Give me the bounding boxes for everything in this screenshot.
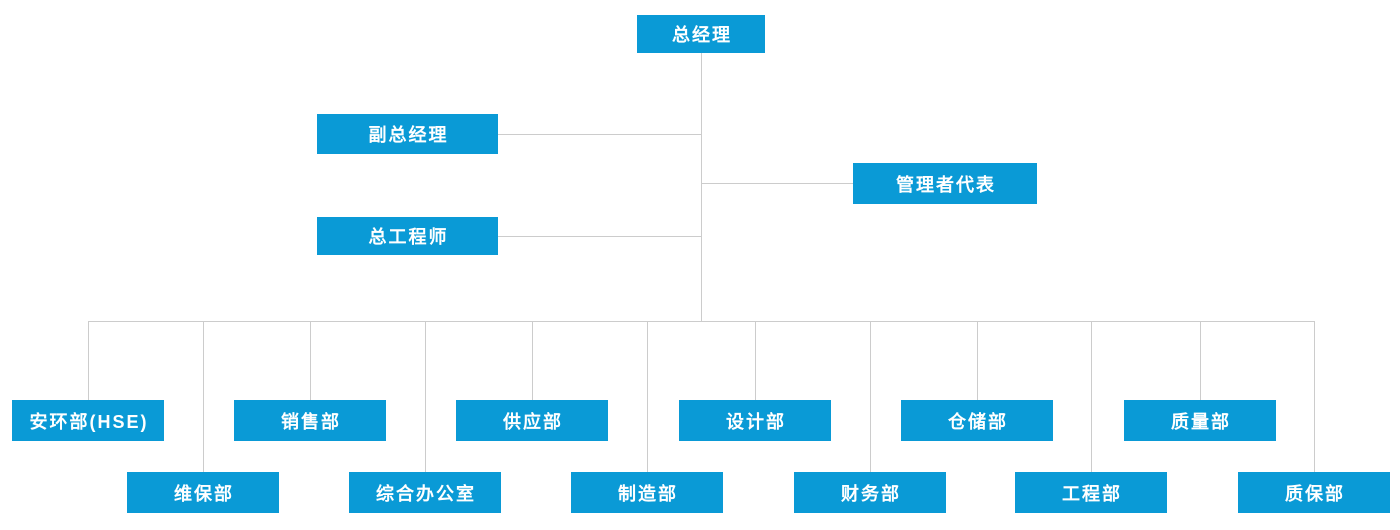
connector-stem-engineering: [1091, 321, 1092, 472]
node-deputy-general-manager: 副总经理: [317, 114, 498, 154]
node-label: 副总经理: [368, 125, 449, 145]
node-label: 仓储部: [948, 411, 1008, 432]
connector-stem-design: [755, 321, 756, 400]
connector-deputy-general-manager: [498, 134, 701, 135]
node-dept-quality-assurance: 质保部: [1238, 472, 1390, 513]
node-label: 财务部: [841, 483, 901, 504]
connector-stem-general-office: [425, 321, 426, 472]
node-dept-finance: 财务部: [794, 472, 946, 513]
connector-stem-sales: [310, 321, 311, 400]
node-label: 质量部: [1171, 411, 1231, 432]
node-dept-supply: 供应部: [456, 400, 608, 441]
node-dept-engineering: 工程部: [1015, 472, 1167, 513]
node-label: 安环部(HSE): [29, 411, 149, 432]
node-dept-design: 设计部: [679, 400, 831, 441]
connector-stem-warehouse: [977, 321, 978, 400]
node-label: 质保部: [1285, 483, 1345, 504]
connector-trunk: [701, 53, 702, 321]
connector-department-rail: [88, 321, 1315, 322]
node-label: 设计部: [726, 411, 786, 432]
connector-stem-finance: [870, 321, 871, 472]
node-label: 供应部: [503, 411, 563, 432]
node-label: 制造部: [618, 483, 678, 504]
node-label: 总经理: [672, 25, 732, 45]
connector-stem-maintenance: [203, 321, 204, 472]
connector-stem-supply: [532, 321, 533, 400]
node-label: 销售部: [281, 411, 341, 432]
node-dept-hse: 安环部(HSE): [12, 400, 164, 441]
node-dept-sales: 销售部: [234, 400, 386, 441]
node-chief-engineer: 总工程师: [317, 217, 498, 255]
connector-stem-quality-assurance: [1314, 321, 1315, 472]
node-label: 综合办公室: [376, 483, 476, 504]
connector-management-representative: [702, 183, 853, 184]
node-management-representative: 管理者代表: [853, 163, 1037, 204]
node-dept-quality: 质量部: [1124, 400, 1276, 441]
node-dept-maintenance: 维保部: [127, 472, 279, 513]
node-dept-general-office: 综合办公室: [349, 472, 501, 513]
connector-chief-engineer: [498, 236, 701, 237]
node-label: 工程部: [1062, 483, 1122, 504]
node-general-manager: 总经理: [637, 15, 765, 53]
node-dept-manufacturing: 制造部: [571, 472, 723, 513]
connector-stem-quality: [1200, 321, 1201, 400]
node-dept-warehouse: 仓储部: [901, 400, 1053, 441]
node-label: 维保部: [174, 483, 234, 504]
node-label: 总工程师: [368, 227, 449, 247]
connector-stem-hse: [88, 321, 89, 400]
connector-stem-manufacturing: [647, 321, 648, 472]
node-label: 管理者代表: [896, 174, 996, 195]
